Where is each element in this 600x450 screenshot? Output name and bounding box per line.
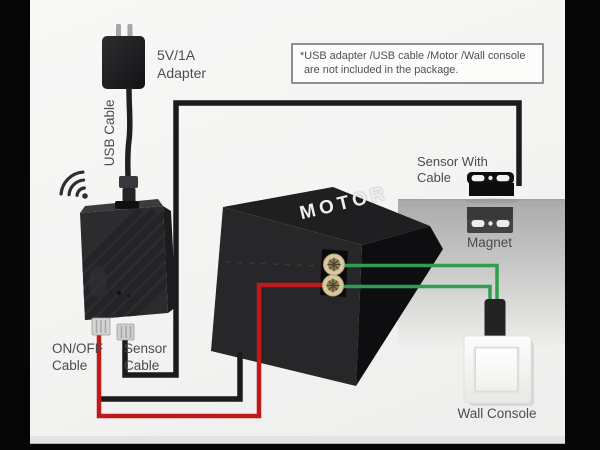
motor-top-face (223, 187, 430, 245)
door-sensor (467, 172, 514, 196)
wire-onoff-red (96, 282, 324, 419)
adapter-prong-left (116, 24, 121, 38)
sensor-led-dot (488, 175, 493, 181)
motor-panel-seam (224, 261, 321, 267)
sensor-cable-label-line1: Sensor (124, 341, 167, 356)
sensor-slot-right (496, 175, 510, 182)
magnet-block (467, 207, 513, 233)
adapter-body (102, 36, 145, 89)
controller-usb-port (115, 201, 139, 209)
wire-sensor-cable-black (122, 100, 522, 378)
wire-green-top (340, 263, 499, 302)
controller-connector-sensor (116, 323, 135, 341)
motor-terminal-bottom (322, 274, 344, 297)
wifi-icon (59, 170, 88, 199)
usb-plug-tip (122, 188, 136, 203)
frame-bar-right (565, 0, 600, 450)
onoff-cable-label-line1: ON/OFF (52, 341, 103, 356)
adapter-label-line1: 5V/1A (157, 47, 196, 63)
controller-texture (80, 207, 168, 320)
wall-console-label: Wall Console (457, 406, 537, 421)
floor-strip (0, 436, 600, 444)
smart-controller (80, 199, 176, 341)
wire-green-bottom (339, 284, 492, 302)
note-box: *USB adapter /USB cable /Motor /Wall con… (291, 43, 544, 85)
wall-console (463, 335, 534, 406)
usb-plug (119, 176, 138, 188)
usb-cable (119, 87, 138, 203)
frame-bar-left (0, 0, 30, 450)
console-cable-sleeve (484, 299, 506, 343)
magnet-slot-left (471, 220, 485, 227)
controller-dot (127, 294, 131, 298)
adapter-prong-right (127, 24, 133, 38)
controller-hole (116, 290, 122, 296)
onoff-cable-label-line2: Cable (52, 357, 88, 373)
note-line2: are not included in the package. (304, 64, 459, 77)
controller-side-face (163, 206, 176, 313)
sensor-cable-label: Sensor Cable (124, 341, 167, 375)
usb-cable-label: USB Cable (101, 99, 117, 167)
controller-connector-onoff (91, 317, 111, 336)
wire-motor-black (97, 352, 243, 402)
sensor-cable-label-line2: Cable (124, 357, 160, 373)
magnet-slot-right (496, 220, 510, 227)
frame-bar-bottom (0, 444, 600, 450)
onoff-cable-label: ON/OFF Cable (52, 341, 103, 375)
power-adapter (102, 24, 145, 89)
wall-console-button (475, 347, 518, 392)
adapter-label: 5V/1A Adapter (157, 47, 206, 82)
note-line1: *USB adapter /USB cable /Motor /Wall con… (300, 50, 526, 62)
controller-recess (89, 266, 107, 298)
motor-terminal-top (323, 253, 345, 276)
sensor-slot-left (471, 175, 485, 182)
magnet-label: Magnet (467, 235, 513, 250)
magnet-dot (488, 221, 493, 226)
adapter-label-line2: Adapter (157, 64, 207, 81)
sensor-with-cable-label: Sensor With Cable (417, 154, 488, 185)
